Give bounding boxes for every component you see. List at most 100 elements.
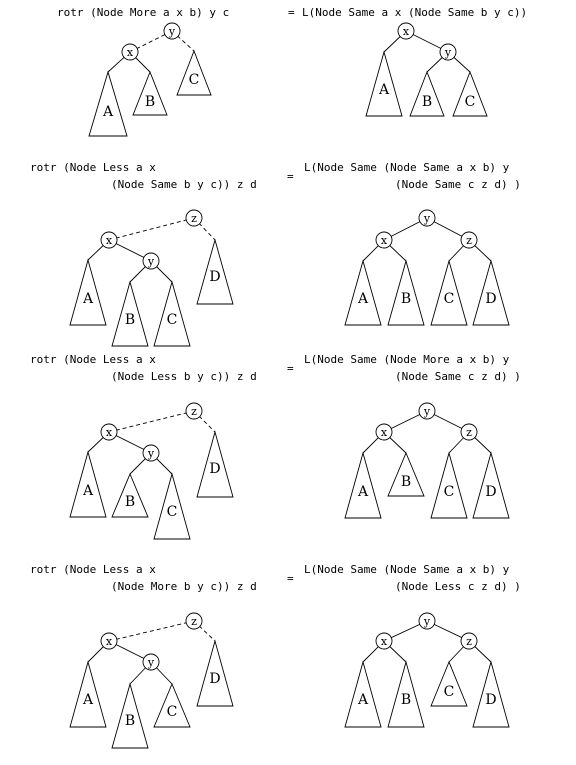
r3r-node-x-label: x bbox=[381, 426, 388, 439]
r2l-edge-z-x bbox=[108, 217, 195, 241]
r2r-subtree-c-label: C bbox=[444, 291, 455, 307]
r3l-subtree-d-label: D bbox=[209, 461, 220, 477]
rule2-rhs-line2: (Node Same c z d) ) bbox=[395, 178, 521, 191]
r3r-node-z-label: z bbox=[466, 426, 472, 439]
r2l-node-z bbox=[185, 209, 203, 227]
r3r-subtree-c-label: C bbox=[444, 484, 455, 500]
r3l-node-x-label: x bbox=[106, 426, 113, 439]
rule2-rhs-line1: L(Node Same (Node Same a x b) y bbox=[304, 161, 510, 174]
r4r-node-y bbox=[418, 612, 436, 630]
r4r-subtree-b bbox=[387, 660, 425, 728]
r1l-edge-y-c bbox=[171, 30, 195, 52]
r4l-node-z bbox=[185, 612, 203, 630]
r4r-node-z bbox=[460, 632, 478, 650]
r1l-subtree-b-label: B bbox=[145, 94, 155, 110]
rule3-rhs-line2: (Node Same c z d) ) bbox=[395, 370, 521, 383]
r1r-subtree-a bbox=[365, 50, 403, 117]
r2r-subtree-b-label: B bbox=[401, 291, 411, 307]
r2l-subtree-a bbox=[69, 258, 107, 326]
r4l-node-y bbox=[142, 653, 160, 671]
r2l-subtree-d bbox=[196, 238, 234, 305]
rule4-lhs-line2: (Node More b y c)) z d bbox=[111, 580, 257, 593]
r4r-subtree-a-label: A bbox=[357, 692, 369, 708]
r2l-node-y bbox=[142, 252, 160, 270]
r2r-node-y-label: y bbox=[423, 212, 431, 225]
r1r-node-x-label: x bbox=[403, 25, 410, 38]
r2l-subtree-b bbox=[111, 280, 149, 347]
r3r-subtree-d-label: D bbox=[485, 484, 496, 500]
r1r-node-y bbox=[439, 43, 457, 61]
r3l-subtree-a bbox=[69, 450, 107, 518]
rule4-lhs-line1: rotr (Node Less a x bbox=[30, 563, 156, 576]
r3l-edge-z-d bbox=[193, 410, 216, 433]
rule2-lhs-line1: rotr (Node Less a x bbox=[30, 161, 156, 174]
r4l-edge-z-x bbox=[108, 620, 195, 642]
r3r-subtree-c bbox=[430, 451, 468, 519]
r3l-subtree-c-label: C bbox=[167, 504, 178, 520]
r1r-subtree-a-label: A bbox=[378, 82, 390, 98]
r2l-node-y-label: y bbox=[147, 255, 155, 268]
r2r-node-z-label: z bbox=[466, 234, 472, 247]
r1l-subtree-c-label: C bbox=[189, 72, 200, 88]
r4r-node-x bbox=[375, 632, 393, 650]
r4l-node-x-label: x bbox=[106, 635, 113, 648]
rule1-rhs: L(Node Same a x (Node Same b y c)) bbox=[302, 6, 528, 19]
r2l-edge-z-d bbox=[193, 217, 216, 241]
r1r-subtree-c-label: C bbox=[465, 94, 476, 110]
r3l-node-x bbox=[100, 423, 118, 441]
r3l-node-z bbox=[185, 402, 203, 420]
r4l-subtree-b bbox=[111, 682, 149, 749]
rule3-eq: = bbox=[287, 362, 294, 375]
r3l-subtree-a-label: A bbox=[82, 483, 94, 499]
r3r-node-z bbox=[460, 423, 478, 441]
r2r-subtree-c bbox=[430, 259, 468, 326]
r4l-node-x bbox=[100, 632, 118, 650]
r2r-subtree-a-label: A bbox=[357, 291, 369, 307]
r2r-node-x-label: x bbox=[381, 234, 388, 247]
rule1-eq: = bbox=[288, 6, 295, 19]
r1l-subtree-c bbox=[176, 49, 212, 96]
r4r-node-x-label: x bbox=[381, 635, 388, 648]
r2l-subtree-a-label: A bbox=[82, 291, 94, 307]
r2l-subtree-b-label: B bbox=[125, 312, 135, 328]
r1r-node-x bbox=[397, 22, 415, 40]
rule2-lhs-line2: (Node Same b y c)) z d bbox=[111, 178, 257, 191]
r1r-node-y-label: y bbox=[444, 46, 452, 59]
r2r-subtree-b bbox=[387, 259, 425, 326]
r4l-node-z-label: z bbox=[191, 615, 197, 628]
rule3-lhs-line1: rotr (Node Less a x bbox=[30, 353, 156, 366]
r1l-subtree-a bbox=[88, 70, 128, 137]
r4l-subtree-a-label: A bbox=[82, 692, 94, 708]
r2r-node-y bbox=[418, 209, 436, 227]
r3l-edge-z-x bbox=[108, 410, 195, 433]
r3l-subtree-d bbox=[196, 430, 234, 498]
r3r-subtree-d bbox=[472, 451, 510, 519]
r3r-node-x bbox=[375, 423, 393, 441]
r4r-node-z-label: z bbox=[466, 635, 472, 648]
r2r-subtree-d bbox=[472, 259, 510, 326]
r4l-subtree-a bbox=[69, 660, 107, 728]
r3r-subtree-a bbox=[344, 451, 382, 519]
r2l-node-z-label: z bbox=[191, 212, 197, 225]
r4r-node-y-label: y bbox=[423, 615, 431, 628]
r1r-subtree-b bbox=[409, 70, 445, 117]
r4r-subtree-d bbox=[472, 660, 510, 728]
r3r-node-y-label: y bbox=[423, 405, 431, 418]
r1r-subtree-b-label: B bbox=[422, 94, 432, 110]
r4l-subtree-d bbox=[196, 639, 234, 707]
r1l-node-y bbox=[163, 22, 181, 40]
r2r-node-z bbox=[460, 231, 478, 249]
rule2-eq: = bbox=[287, 170, 294, 183]
r2l-subtree-c bbox=[153, 280, 191, 347]
r3r-subtree-b-label: B bbox=[401, 474, 411, 490]
rule4-rhs-line2: (Node Less c z d) ) bbox=[395, 580, 521, 593]
r2r-subtree-a bbox=[344, 259, 382, 326]
r1l-node-x bbox=[121, 43, 139, 61]
r4r-subtree-c-label: C bbox=[444, 684, 455, 700]
r4l-subtree-c-label: C bbox=[167, 704, 178, 720]
r3r-subtree-a-label: A bbox=[357, 484, 369, 500]
r1l-subtree-a-label: A bbox=[102, 104, 114, 120]
r1l-node-x-label: x bbox=[127, 46, 134, 59]
r3r-subtree-b bbox=[387, 451, 425, 497]
